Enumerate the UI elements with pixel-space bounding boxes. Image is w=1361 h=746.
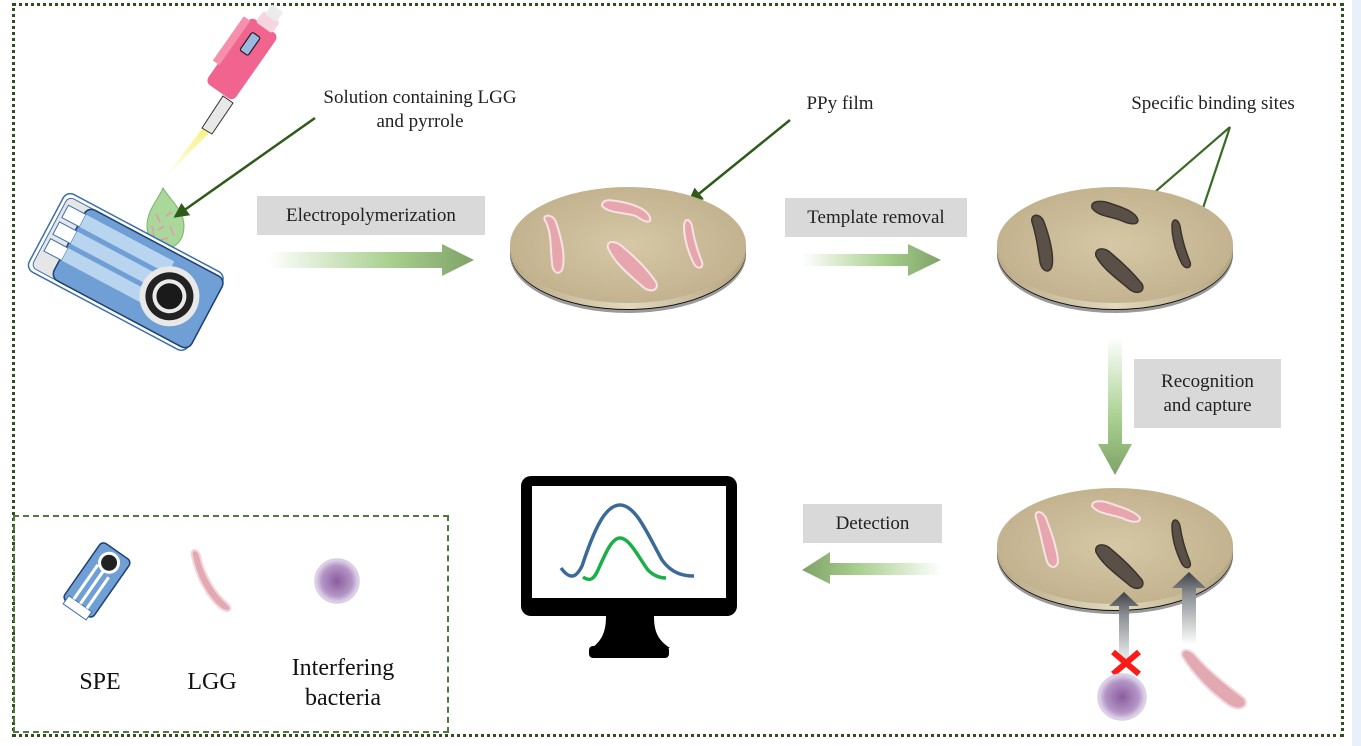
solution-annotation: Solution containing LGG and pyrrole <box>300 86 540 134</box>
detection-arrow <box>802 552 942 584</box>
legend-label-lgg: LGG <box>172 667 252 697</box>
binding-site <box>1171 219 1192 269</box>
legend-spe-text: SPE <box>79 669 121 695</box>
legend-lgg-icon <box>190 549 232 612</box>
binding-site <box>1171 519 1192 569</box>
electropolymerization-arrow <box>268 244 474 276</box>
imprinted-disc <box>997 187 1233 313</box>
spe-electrode-icon <box>27 192 224 351</box>
legend-lgg-text: LGG <box>187 669 237 695</box>
recognition-line-1: Recognition <box>1161 370 1254 392</box>
legend-label-interfering: Interfering bacteria <box>278 653 408 713</box>
lgg-bacterium <box>606 241 658 292</box>
captured-lgg <box>1090 500 1142 523</box>
template-removal-arrow <box>802 244 941 276</box>
lgg-bacterium <box>682 219 704 269</box>
solution-annotation-line-1: Solution containing LGG <box>323 87 517 108</box>
binding-site <box>1031 214 1054 272</box>
legend-interfering-text-2: bacteria <box>305 685 381 711</box>
lgg-bacterium <box>600 199 652 223</box>
binding-site <box>1095 248 1144 294</box>
legend-interfering-icon <box>314 558 360 604</box>
solution-pointer-arrow <box>173 116 316 218</box>
outer-dotted-border <box>12 3 1344 737</box>
solution-annotation-line-2: and pyrrole <box>376 111 464 132</box>
blocked-x-icon <box>1111 649 1141 677</box>
captured-lgg <box>1034 511 1060 568</box>
ppy-film-annotation: PPy film <box>806 93 874 114</box>
recognition-arrow <box>1098 337 1132 475</box>
approaching-lgg <box>1180 649 1247 710</box>
recognition-disc <box>997 488 1233 614</box>
binding-sites-annotation: Specific binding sites <box>1131 93 1295 114</box>
binding-site <box>1091 200 1139 225</box>
legend-label-spe: SPE <box>60 667 140 697</box>
ppy-film-disc <box>510 187 746 313</box>
signal-curve-green <box>581 536 667 582</box>
lgg-bacterium <box>543 214 565 274</box>
step-electropolymerization-label: Electropolymerization <box>257 196 485 235</box>
legend-spe-icon <box>62 542 131 621</box>
legend-box <box>13 515 449 733</box>
pipette-icon <box>163 4 283 180</box>
ppy-pointer-arrow <box>687 119 791 203</box>
signal-curve-blue <box>559 503 695 578</box>
monitor-icon <box>521 476 737 658</box>
recognition-line-2: and capture <box>1163 394 1252 416</box>
legend-interfering-text-1: Interfering <box>291 655 395 681</box>
step-recognition-capture-label: Recognition and capture <box>1134 359 1281 428</box>
step-template-removal-label: Template removal <box>785 198 967 237</box>
binding-site <box>1095 544 1144 590</box>
blocked-capture-arrow <box>1109 592 1139 668</box>
step-detection-label: Detection <box>803 504 942 543</box>
capture-arrow <box>1172 572 1206 645</box>
interfering-bacterium <box>1097 673 1147 721</box>
